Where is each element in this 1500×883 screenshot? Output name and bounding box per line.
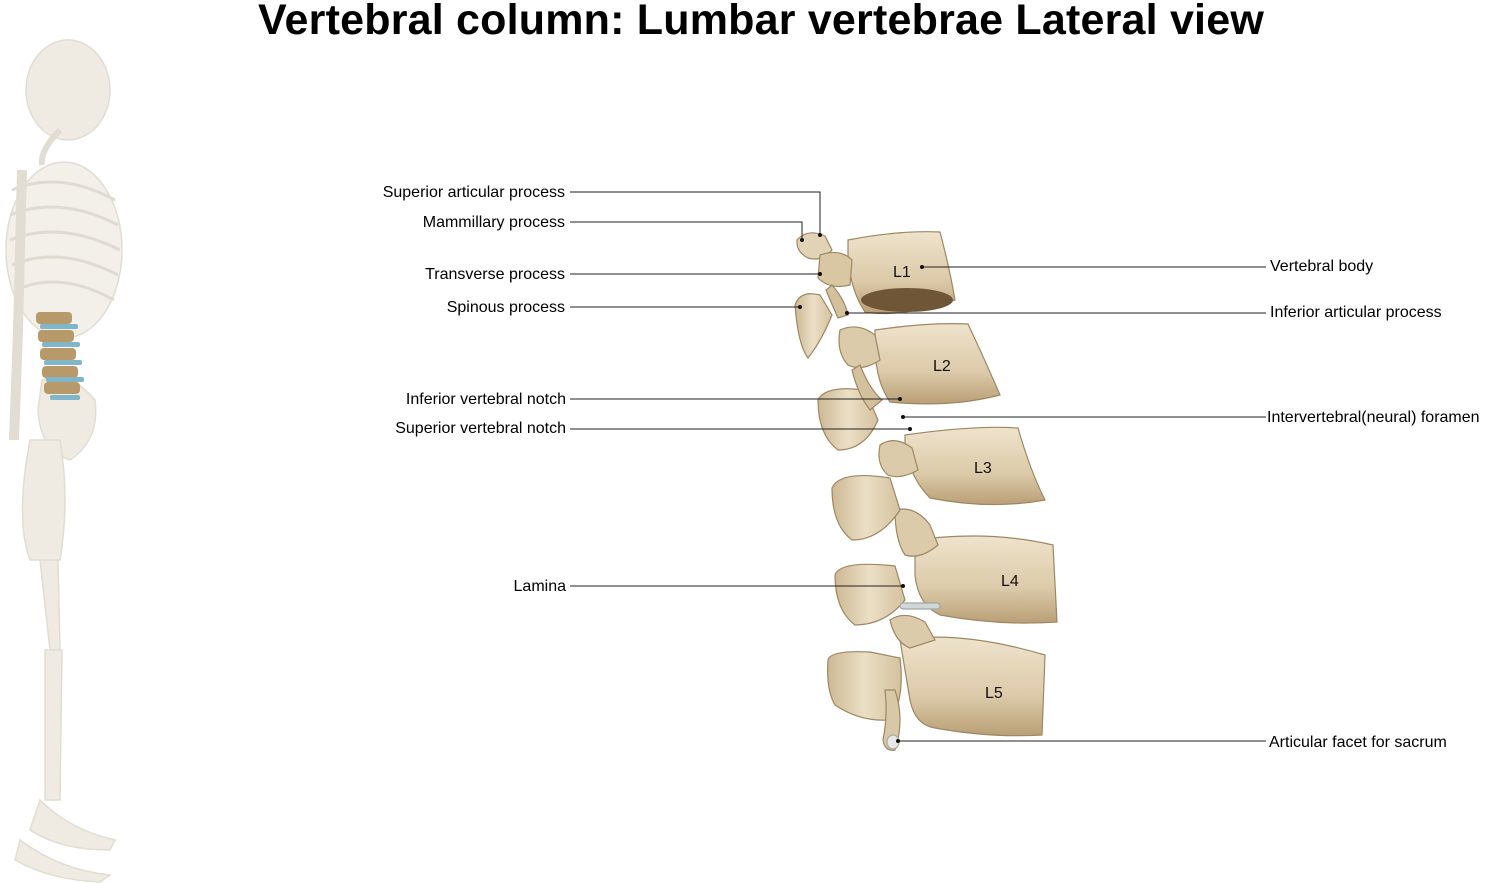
- label-superior-articular-process: Superior articular process: [383, 184, 565, 201]
- label-mammillary-process: Mammillary process: [423, 214, 565, 231]
- leader-lines: [570, 191, 1266, 742]
- vertebra-l4: [834, 508, 1058, 626]
- label-superior-vertebral-notch: Superior vertebral notch: [395, 420, 566, 437]
- vertebra-label-l5: L5: [985, 685, 1003, 702]
- label-articular-facet-for-sacrum: Articular facet for sacrum: [1269, 734, 1447, 751]
- leader-mammillary: [570, 221, 803, 240]
- label-transverse-process: Transverse process: [425, 266, 565, 283]
- label-intervertebral-foramen: Intervertebral(neural) foramen: [1267, 409, 1480, 426]
- vertebra-label-l2: L2: [933, 358, 951, 375]
- vertebra-l2: [817, 323, 1001, 451]
- leader-dots: [798, 233, 924, 743]
- vertebra-l5: [827, 614, 1046, 751]
- label-lamina: Lamina: [514, 578, 567, 595]
- diagram-title: Vertebral column: Lumbar vertebrae Later…: [258, 0, 1264, 44]
- label-vertebral-body: Vertebral body: [1270, 258, 1373, 275]
- skeleton-lumbar-highlight: [36, 312, 84, 400]
- vertebra-l1: [794, 231, 956, 359]
- vertebra-labels: L1 L2 L3 L4 L5: [893, 264, 1019, 702]
- vertebra-label-l1: L1: [893, 264, 911, 281]
- vertebra-l3: [831, 426, 1046, 541]
- label-inferior-articular-process: Inferior articular process: [1270, 304, 1442, 321]
- lumbar-vertebrae-illustration: [794, 231, 1058, 751]
- callout-labels-left: Superior articular process Mammillary pr…: [383, 184, 566, 595]
- leader-superior-articular: [570, 191, 821, 235]
- vertebra-label-l4: L4: [1001, 573, 1019, 590]
- skeleton-thumbnail: [5, 39, 123, 883]
- label-inferior-vertebral-notch: Inferior vertebral notch: [406, 391, 566, 408]
- vertebra-label-l3: L3: [974, 460, 992, 477]
- callout-labels-right: Vertebral body Inferior articular proces…: [1267, 258, 1480, 751]
- label-spinous-process: Spinous process: [447, 299, 565, 316]
